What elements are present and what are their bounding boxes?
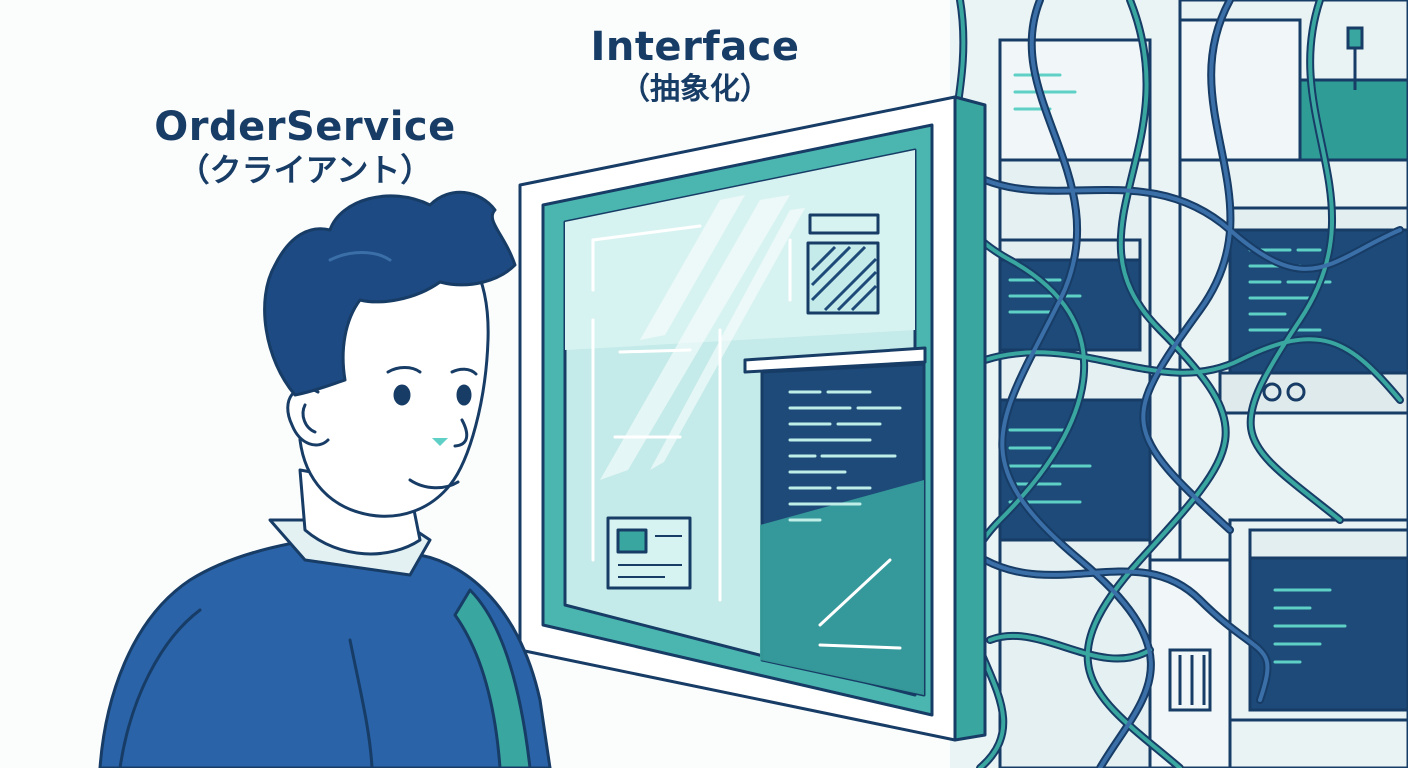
interface-role: （抽象化） [545, 70, 845, 110]
client-name: OrderService [125, 104, 485, 150]
person-icon [100, 192, 550, 768]
client-label: OrderService （クライアント） [125, 104, 485, 190]
glass-screen-icon [520, 97, 985, 740]
client-role: （クライアント） [125, 150, 485, 190]
interface-name: Interface [545, 24, 845, 70]
interface-label: Interface （抽象化） [545, 24, 845, 110]
